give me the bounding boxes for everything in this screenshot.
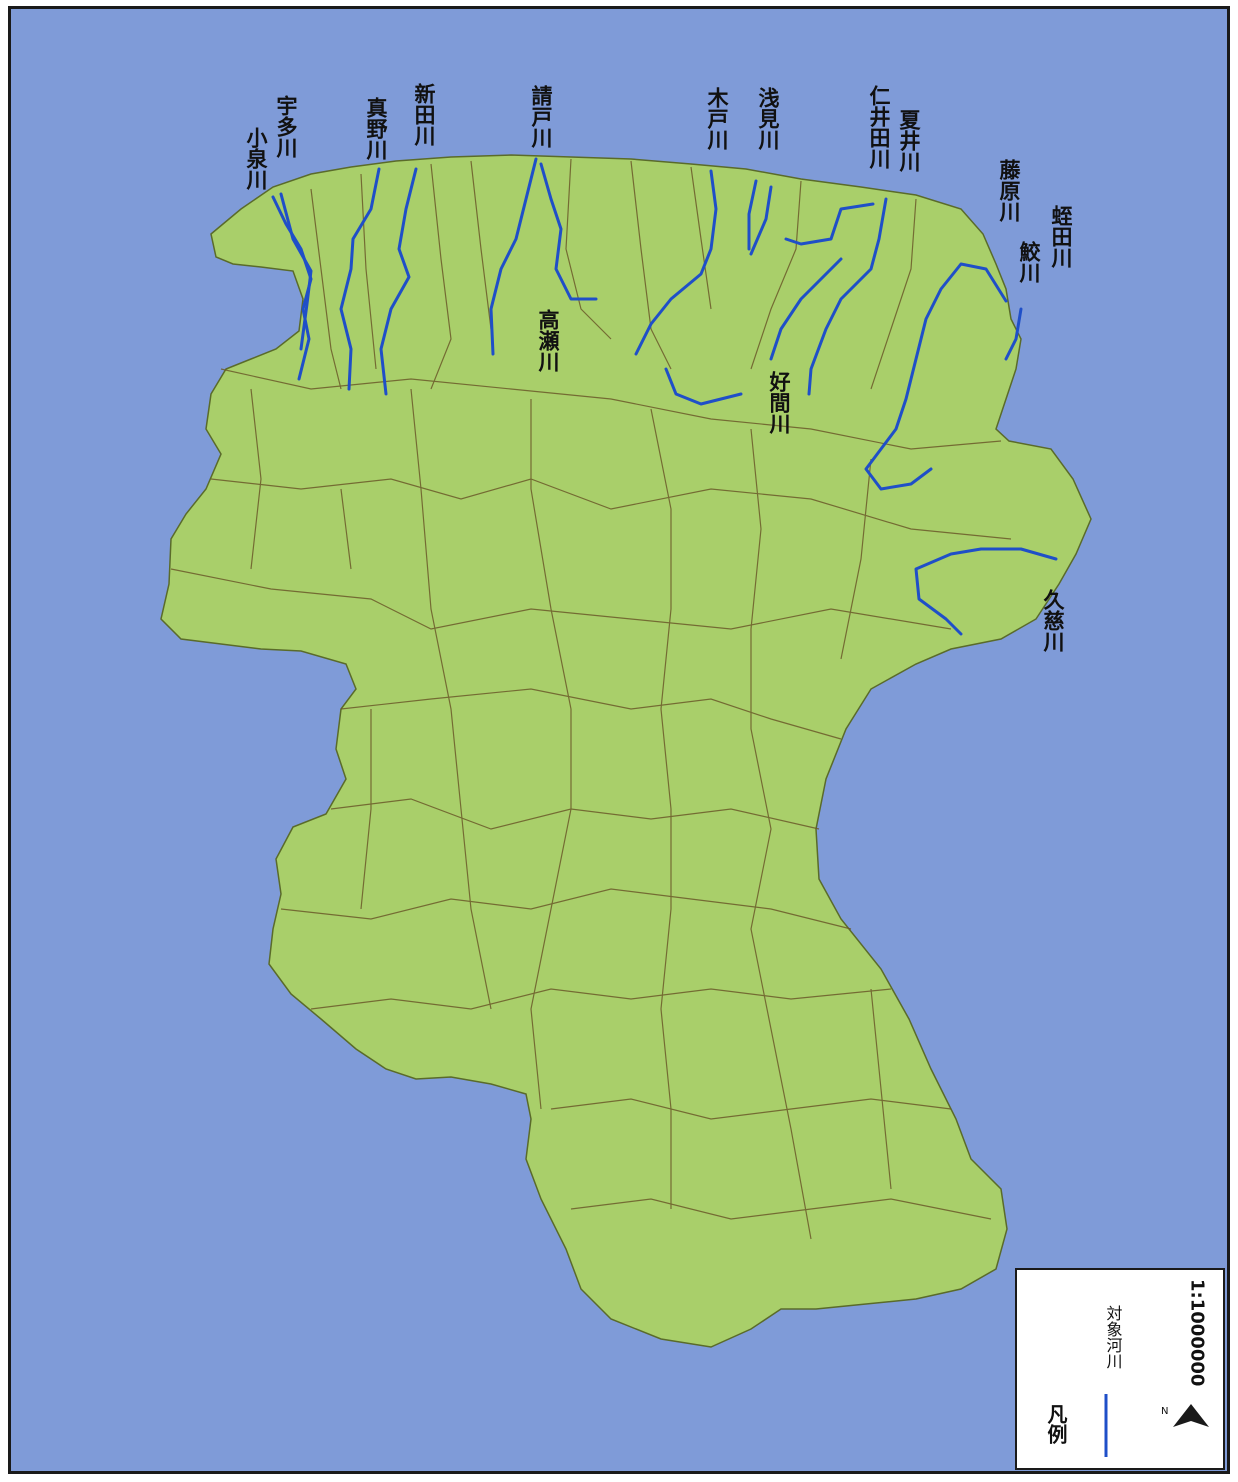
river-label: 木戸川 (705, 87, 730, 151)
river-label: 請戸川 (529, 84, 554, 149)
scale-text: 1:1000000 (1187, 1279, 1208, 1386)
legend-title: 凡例 (1044, 1404, 1068, 1445)
boundary-line (360, 173, 377, 370)
river-label: 小泉川 (244, 127, 269, 191)
river-asami-branch (749, 185, 773, 256)
boundary-line (870, 988, 892, 1190)
boundary-line (340, 488, 352, 570)
boundary-line (250, 388, 262, 570)
river-asami (747, 179, 758, 251)
river-label: 高瀬川 (536, 308, 561, 373)
river-label: 仁井田川 (867, 84, 892, 170)
boundary-line (550, 1098, 952, 1120)
river-label: 好間川 (767, 370, 792, 435)
north-letter: N (1161, 1406, 1168, 1417)
river-label: 宇多川 (274, 94, 299, 159)
boundary-line (530, 399, 572, 1110)
boundary-line (210, 478, 1012, 540)
river-ukedo-branch (539, 162, 598, 301)
river-niida2-branch (784, 202, 875, 246)
municipal-boundaries (170, 158, 1012, 1240)
river-niida2 (807, 197, 888, 396)
boundary-line (690, 166, 712, 310)
boundary-line (565, 158, 612, 340)
boundary-line (340, 688, 842, 740)
boundary-line (650, 408, 672, 1209)
boundary-line (310, 988, 892, 1010)
legend-background (1015, 1268, 1225, 1470)
boundary-line (750, 180, 802, 370)
map-canvas: 小泉川 宇多川 真野川 新田川 請戸川 木戸川 浅見川 仁井田川 夏井川 藤原川… (160, 82, 1225, 1470)
legend-river-label: 対象河川 (1104, 1305, 1123, 1369)
river-label: 蛭田川 (1049, 204, 1074, 269)
target-rivers (271, 157, 1058, 636)
river-niida (379, 167, 418, 396)
river-kido (634, 169, 718, 356)
river-label: 夏井川 (897, 109, 922, 173)
legend-box: 凡例 対象河川 N 1:1000000 (1015, 1268, 1225, 1470)
boundary-line (870, 198, 917, 390)
river-label: 鮫川 (1017, 240, 1042, 284)
river-natsui (864, 262, 1008, 491)
boundary-line (410, 388, 492, 1010)
river-label: 藤原川 (997, 158, 1022, 223)
boundary-line (220, 368, 1002, 450)
boundary-line (570, 1198, 992, 1220)
river-mano (339, 167, 381, 391)
boundary-line (170, 568, 952, 630)
boundary-line (470, 160, 492, 330)
boundary-line (750, 428, 812, 1240)
river-label: 浅見川 (756, 87, 781, 151)
boundary-line (630, 160, 672, 370)
river-ukedo (489, 157, 538, 356)
river-uta (279, 192, 313, 351)
boundary-line (310, 188, 342, 390)
boundary-line (840, 458, 872, 660)
river-labels: 小泉川 宇多川 真野川 新田川 請戸川 木戸川 浅見川 仁井田川 夏井川 藤原川… (244, 82, 1074, 653)
land-region (160, 154, 1092, 1348)
north-arrow-icon (1173, 1404, 1209, 1427)
river-kido-branch (664, 367, 743, 406)
boundary-line (430, 163, 452, 390)
river-kuji (914, 547, 1058, 636)
river-label: 新田川 (412, 82, 437, 147)
map-frame: 小泉川 宇多川 真野川 新田川 請戸川 木戸川 浅見川 仁井田川 夏井川 藤原川… (8, 6, 1230, 1474)
river-label: 真野川 (364, 96, 389, 161)
river-natsui-branch (769, 257, 843, 361)
river-fujiwara (1004, 307, 1023, 361)
river-label: 久慈川 (1041, 588, 1066, 653)
boundary-line (360, 709, 372, 910)
boundary-line (280, 888, 852, 930)
